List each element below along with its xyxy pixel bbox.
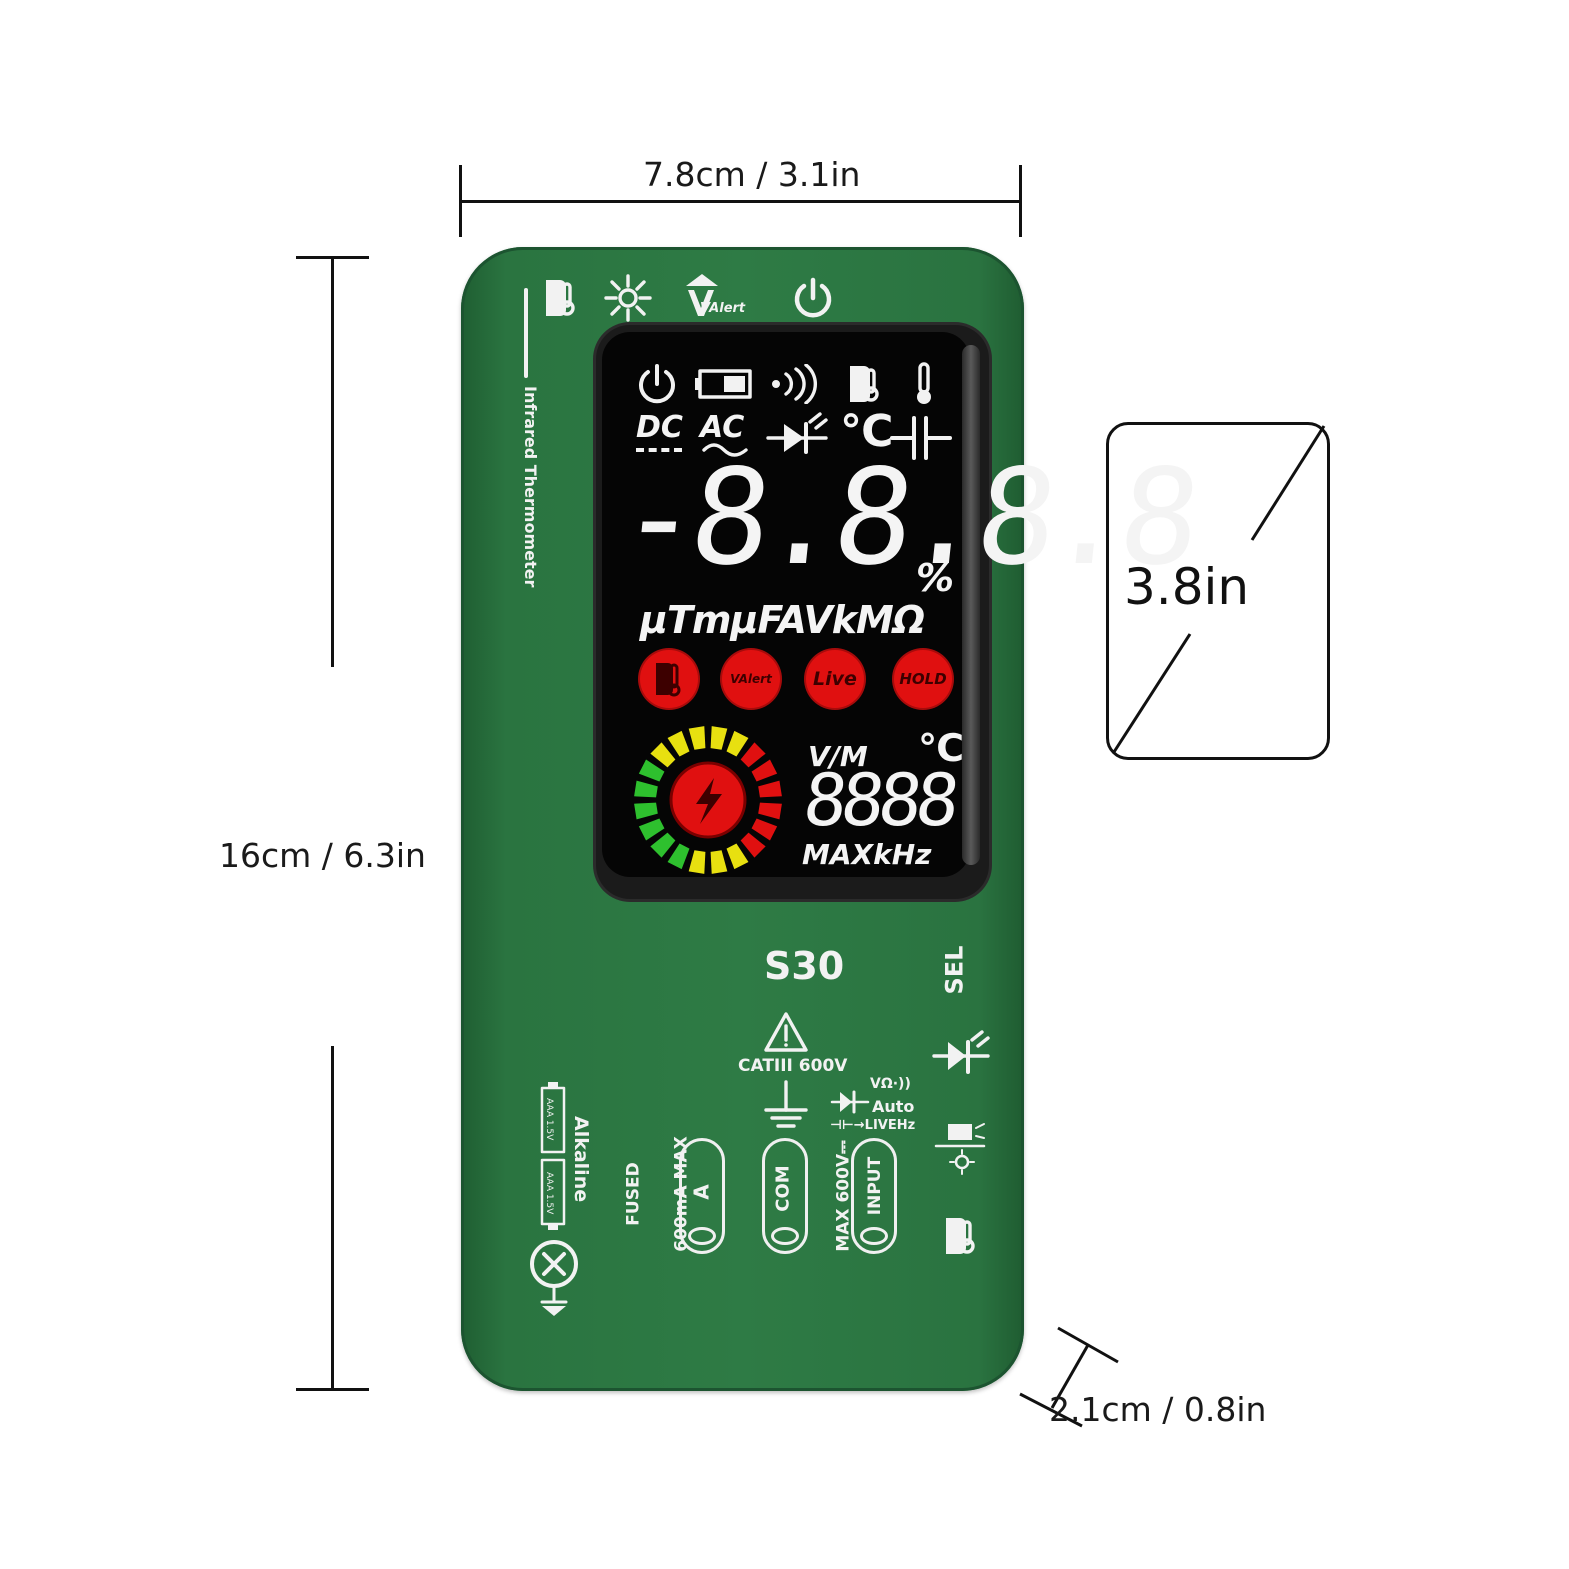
laser-icon[interactable]: [604, 274, 652, 322]
jack-input-label: INPUT: [865, 1156, 886, 1216]
gauge-segment: [710, 726, 728, 750]
auto-line-1: VΩ·)): [870, 1076, 911, 1092]
gauge-segment: [751, 818, 778, 841]
battery-type-label: Alkaline: [570, 1116, 592, 1203]
gauge-segment: [758, 780, 782, 798]
gauge-segment: [758, 802, 782, 820]
input-max-label: MAX 600V⎓: [833, 1140, 854, 1252]
voltage-gauge: [634, 726, 782, 874]
gauge-segment: [638, 818, 665, 841]
gauge-segment: [667, 730, 690, 757]
jack-com[interactable]: [762, 1138, 808, 1254]
fused-rating-label: 600mA MAX: [671, 1136, 692, 1252]
width-dimension-line: [460, 200, 1022, 203]
auto-diode-icon: [830, 1090, 870, 1114]
lcd-sub-temperature-unit: ℃: [918, 726, 965, 770]
depth-dimension-lines: [1019, 1326, 1119, 1428]
jack-com-hole: [771, 1227, 799, 1245]
lcd-capacitor-icon: [890, 416, 952, 460]
gauge-segment: [638, 759, 665, 782]
jack-com-label: COM: [772, 1165, 794, 1212]
gauge-segment: [740, 832, 766, 858]
gauge-segment: [726, 730, 749, 757]
warning-triangle-icon: [764, 1012, 808, 1052]
jack-input[interactable]: [851, 1138, 897, 1254]
battery-spec-2: AAA 1.5V: [544, 1172, 554, 1215]
gauge-segment: [634, 802, 658, 820]
lcd-percent: %: [916, 556, 955, 600]
width-dimension-tick-left: [459, 165, 462, 237]
gauge-segment: [688, 850, 706, 874]
gauge-segment: [688, 726, 706, 750]
model-label: S30: [764, 944, 845, 988]
side-flashlight-icon[interactable]: [934, 1118, 990, 1182]
lcd-mode-ac: AC: [700, 410, 745, 445]
lcd-units-row: μTmμFAVkMΩ: [640, 598, 925, 642]
width-dimension-label: 7.8cm / 3.1in: [643, 155, 861, 194]
lcd-mode-dc: DC: [636, 410, 683, 445]
gauge-segment: [650, 832, 676, 858]
gauge-segment: [740, 742, 766, 768]
jack-a-hole: [688, 1227, 716, 1245]
screen-diagonal-line: [1112, 425, 1326, 753]
jack-input-hole: [860, 1227, 888, 1245]
lcd-sub-footer: MAXkHz: [802, 838, 932, 871]
height-dimension-label: 16cm / 6.3in: [219, 836, 426, 875]
jack-a[interactable]: [679, 1138, 725, 1254]
screen-size-label: 3.8in: [1124, 558, 1250, 616]
auto-line-3: ⊣⊢→LIVEHz: [830, 1118, 916, 1133]
battery-cover-screw-icon[interactable]: [526, 1236, 582, 1320]
power-icon[interactable]: [790, 276, 836, 322]
height-dimension-tick-top: [296, 256, 369, 259]
lcd-ir-thermometer-icon: [850, 366, 879, 402]
depth-dimension-label: 2.1cm / 0.8in: [1049, 1390, 1267, 1429]
battery-icon-1: [540, 1082, 566, 1154]
lcd-sub-unit: V/M: [808, 740, 868, 773]
v-alert-label: VAlert: [700, 301, 746, 316]
lcd-battery-icon: [695, 369, 752, 399]
lcd-power-icon: [639, 364, 675, 404]
gauge-segment: [751, 759, 778, 782]
lcd-hold-button[interactable]: HOLD: [894, 650, 952, 708]
v-alert-icon[interactable]: [684, 272, 746, 320]
gauge-segment: [726, 843, 749, 870]
lcd-thermometer-icon: [917, 362, 931, 404]
side-thermometer-icon[interactable]: [942, 1214, 980, 1256]
cat-rating-label: CATIII 600V: [738, 1056, 848, 1076]
height-dimension-line-top: [331, 257, 334, 667]
width-dimension-tick-right: [1019, 165, 1022, 237]
lcd-main-reading: -8.8.8.8: [611, 441, 1200, 595]
infrared-thermometer-label: Infrared Thermometer: [521, 386, 540, 588]
jack-a-label: A: [689, 1184, 714, 1200]
gauge-segment: [667, 843, 690, 870]
gauge-segment: [710, 850, 728, 874]
lcd-dc-underline: [636, 448, 682, 452]
auto-line-2: Auto: [872, 1097, 915, 1116]
lcd-thermometer-button[interactable]: [640, 650, 698, 708]
lightning-icon: [696, 778, 722, 824]
ground-icon: [764, 1080, 808, 1128]
gauge-segment: [650, 742, 676, 768]
screen-gloss: [962, 345, 980, 865]
lcd-live-button[interactable]: Live: [806, 650, 864, 708]
side-accent-stripe: [524, 288, 528, 378]
lcd-sub-reading: 8888: [799, 758, 958, 842]
gauge-segment: [634, 780, 658, 798]
lcd-buzzer-icon: [772, 364, 817, 404]
screen-size-box: [1106, 422, 1330, 760]
battery-icon-2: [540, 1158, 566, 1230]
height-dimension-line-bottom: [331, 1046, 334, 1390]
height-dimension-tick-bottom: [296, 1388, 369, 1391]
sel-button-label[interactable]: SEL: [940, 945, 969, 995]
lcd-valert-button[interactable]: VAlert: [722, 650, 780, 708]
thermometer-icon[interactable]: [542, 276, 580, 318]
lcd-diode-icon: [766, 412, 828, 454]
fused-label: FUSED: [623, 1162, 644, 1226]
lcd-temperature-unit: ℃: [840, 406, 894, 457]
battery-spec-1: AAA 1.5V: [544, 1098, 554, 1141]
lcd-screen: [602, 332, 970, 877]
side-diode-icon[interactable]: [932, 1030, 992, 1078]
lcd-ac-wave-icon: [702, 443, 748, 457]
red-thermometer-icon: [656, 663, 681, 697]
